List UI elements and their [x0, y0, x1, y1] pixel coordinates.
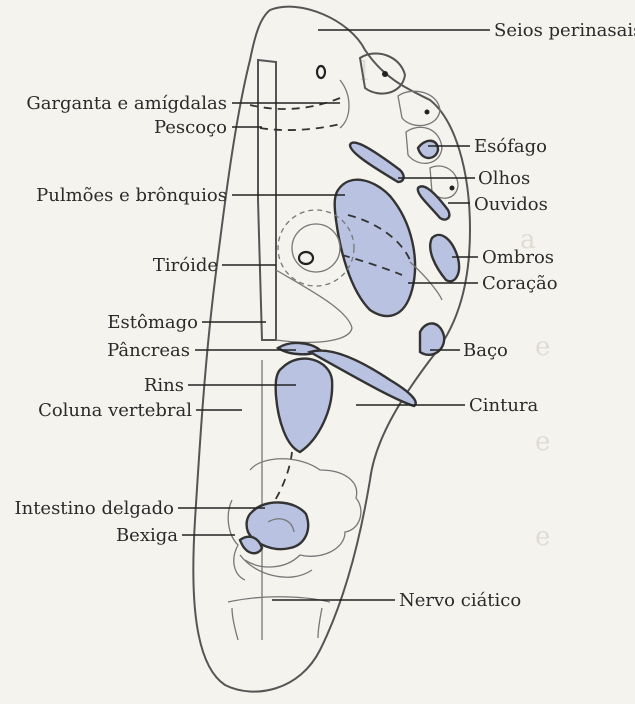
- stomach-arc: [276, 270, 352, 342]
- sinus-oval: [317, 66, 325, 78]
- lungs-organ: [335, 180, 415, 316]
- svg-text:e: e: [535, 522, 550, 552]
- label-pancreas: Pâncreas: [107, 340, 190, 361]
- shoulders-organ: [430, 235, 459, 281]
- label-cintura: Cintura: [469, 395, 539, 416]
- label-ombros: Ombros: [482, 247, 554, 268]
- esophagus-organ: [418, 141, 438, 158]
- label-garganta-amigdalas: Garganta e amígdalas: [26, 93, 227, 114]
- label-seios-perinasais: Seios perinasais: [494, 20, 635, 41]
- label-olhos: Olhos: [478, 168, 530, 189]
- svg-text:e: e: [535, 332, 550, 362]
- label-rins: Rins: [144, 375, 184, 396]
- eyes-organ: [350, 143, 404, 182]
- label-pescoco: Pescoço: [154, 117, 227, 138]
- label-tiroide: Tiróide: [153, 255, 218, 276]
- label-pulmoes-bronquios: Pulmões e brônquios: [36, 185, 227, 206]
- label-coluna-vertebral: Coluna vertebral: [38, 400, 192, 421]
- ears-organ: [418, 186, 450, 219]
- throat-neck-zone: [250, 80, 349, 130]
- toes: [360, 53, 458, 198]
- label-esofago: Esófago: [474, 136, 547, 157]
- label-intestino-delgado: Intestino delgado: [14, 498, 174, 519]
- label-bexiga: Bexiga: [116, 525, 178, 546]
- ureter-line: [272, 452, 292, 505]
- sciatic-zone: [228, 597, 330, 640]
- label-baco: Baço: [463, 340, 508, 361]
- svg-text:e: e: [535, 427, 550, 457]
- label-ouvidos: Ouvidos: [474, 194, 548, 215]
- kidney-organ: [276, 359, 333, 452]
- label-estomago: Estômago: [107, 312, 198, 333]
- label-coracao: Coração: [482, 273, 558, 294]
- label-nervo-ciatico: Nervo ciático: [399, 590, 521, 611]
